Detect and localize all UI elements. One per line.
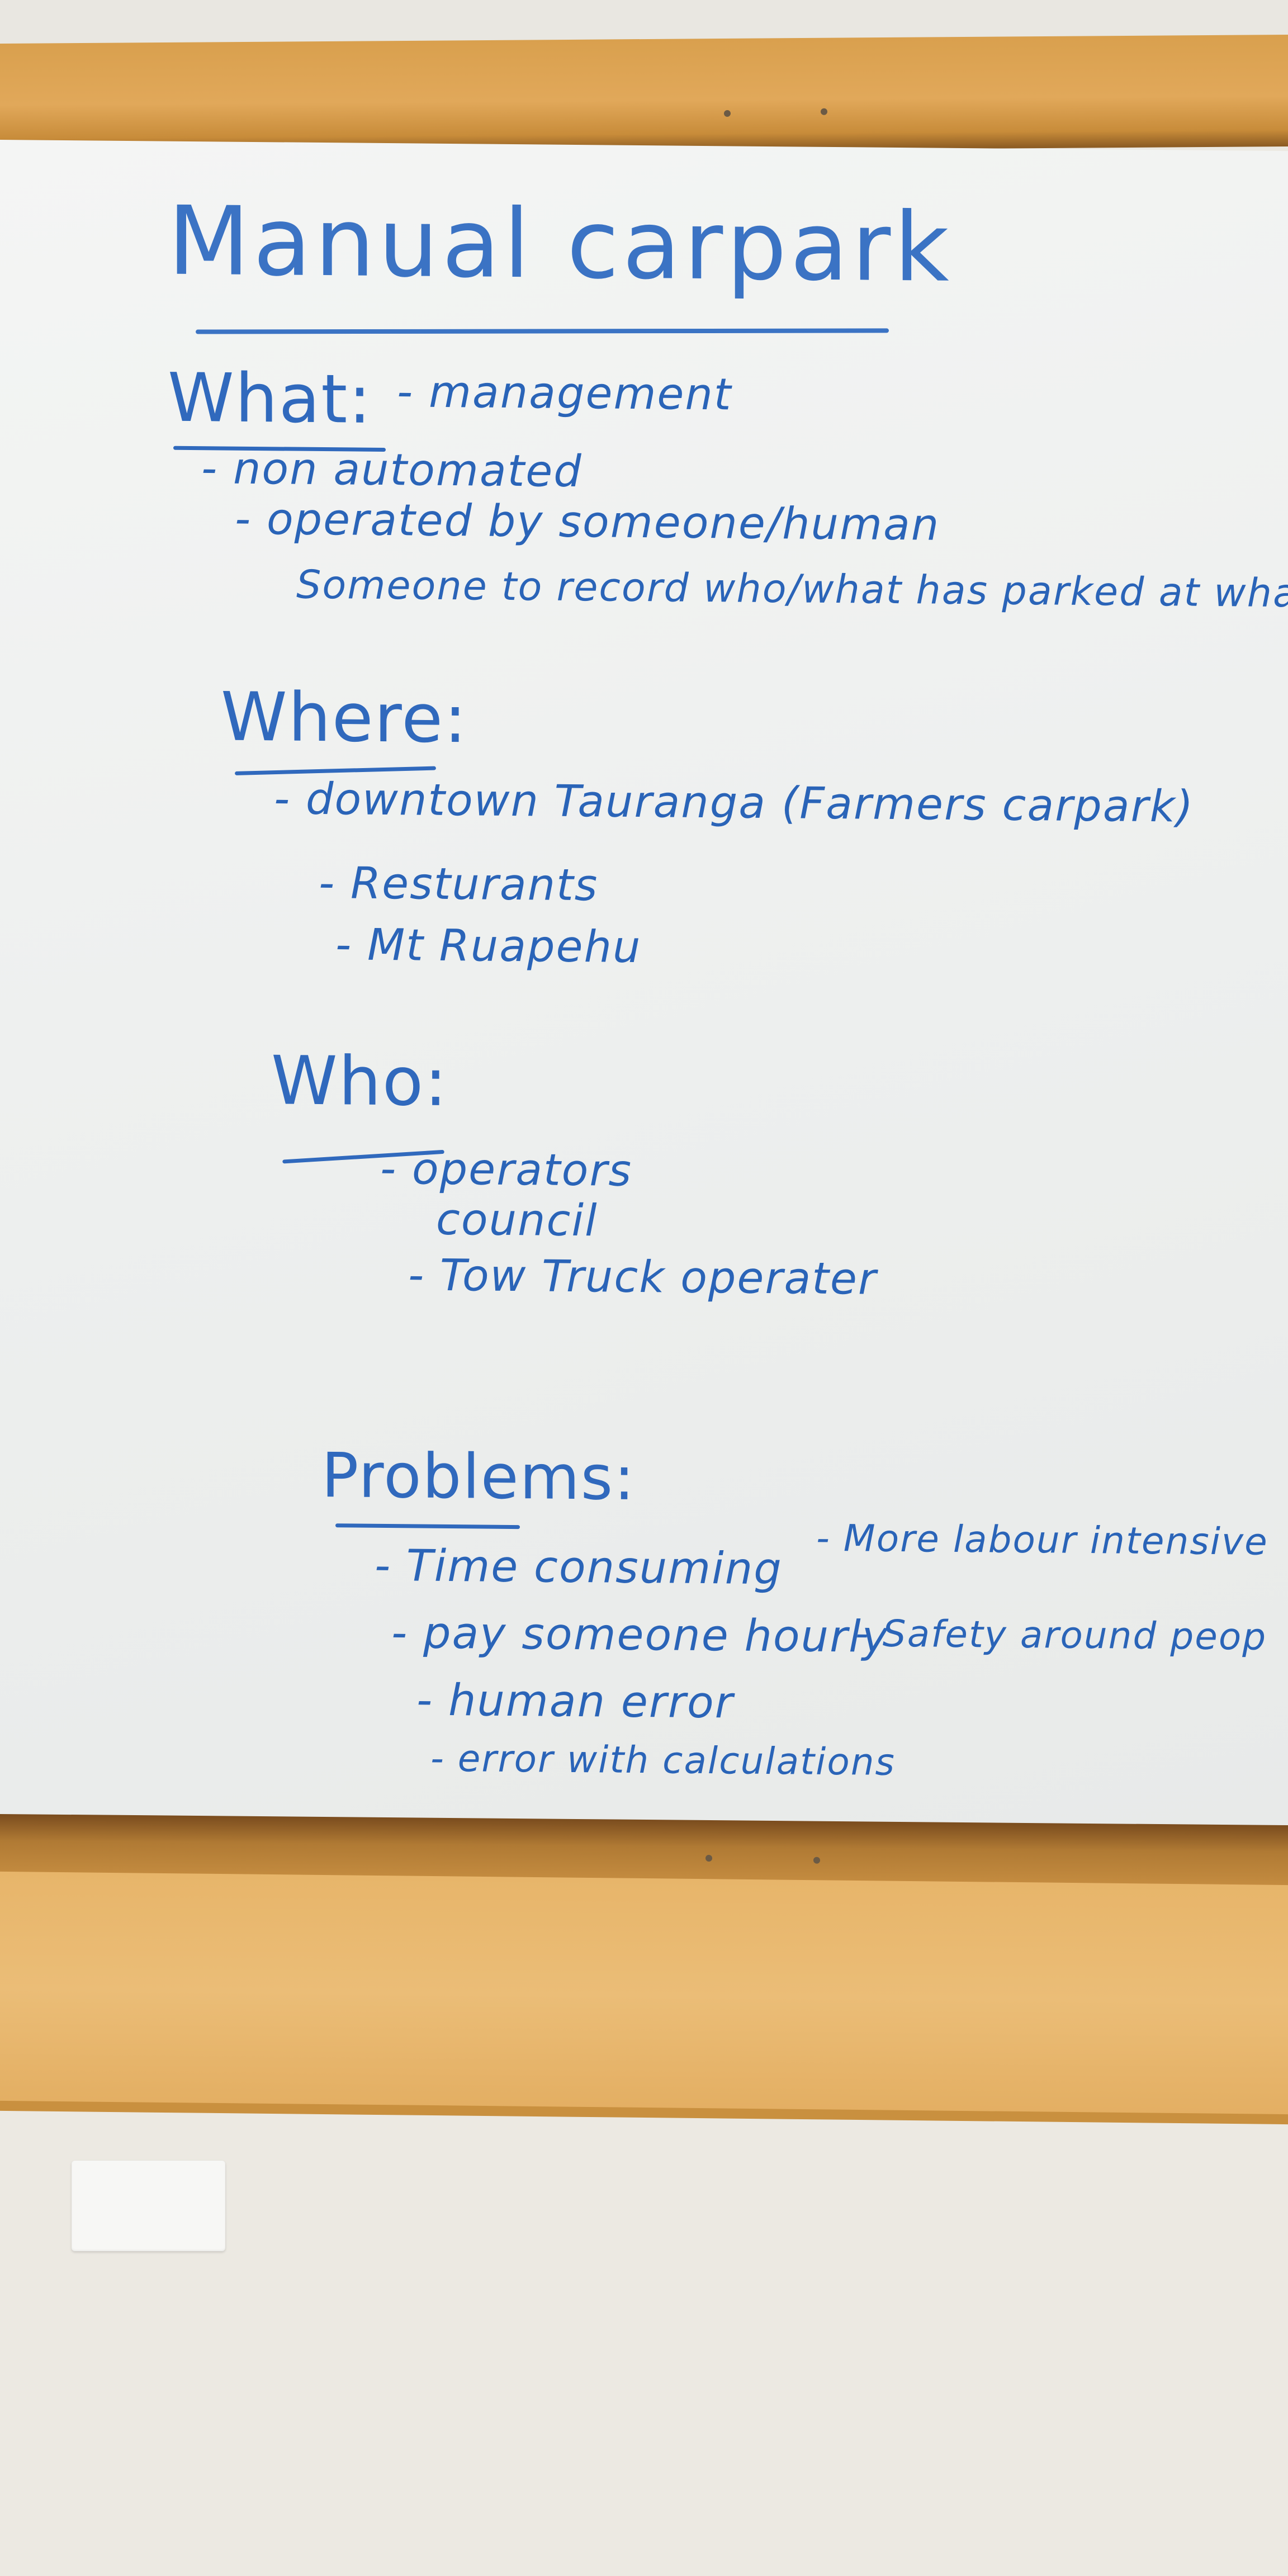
- frame-screw: [705, 1854, 712, 1862]
- heading-where: Where:: [221, 678, 468, 759]
- board-title: Manual carpark: [168, 186, 953, 304]
- what-item: - non automated: [201, 443, 583, 498]
- problems-item: - error with calculations: [430, 1736, 896, 1784]
- frame-screw: [821, 108, 827, 115]
- heading-who: Who:: [271, 1042, 448, 1121]
- who-item: - Tow Truck operater: [408, 1250, 877, 1305]
- where-item: - Resturants: [319, 858, 599, 911]
- heading-problems-underline: [335, 1523, 520, 1530]
- whiteboard-top-frame: [0, 34, 1288, 156]
- where-item: - Mt Ruapehu: [335, 920, 642, 973]
- wooden-cabinet: [0, 1871, 1288, 2120]
- where-item: - downtown Tauranga (Farmers carpark): [274, 774, 1195, 832]
- title-underline: [195, 328, 889, 334]
- problems-item-right: - More labour intensive: [816, 1516, 1268, 1564]
- problems-item: - human error: [416, 1675, 734, 1729]
- heading-problems: Problems:: [321, 1439, 636, 1514]
- heading-what: What:: [168, 359, 372, 439]
- who-item: - operators: [380, 1143, 633, 1196]
- what-item: - operated by someone/human: [235, 494, 940, 551]
- problems-item: - pay someone hourly: [391, 1608, 889, 1663]
- frame-screw: [724, 110, 731, 117]
- who-item: council: [436, 1194, 598, 1247]
- problems-item-right: - Safety around peop: [855, 1612, 1267, 1659]
- whiteboard: Manual carpark What: - management - non …: [0, 140, 1288, 1840]
- what-item: Someone to record who/what has parked at…: [296, 561, 1288, 617]
- problems-item: - Time consuming: [375, 1540, 783, 1595]
- wall-switch-plate: [72, 2161, 225, 2251]
- what-item: - management: [397, 367, 732, 420]
- frame-screw: [813, 1857, 820, 1864]
